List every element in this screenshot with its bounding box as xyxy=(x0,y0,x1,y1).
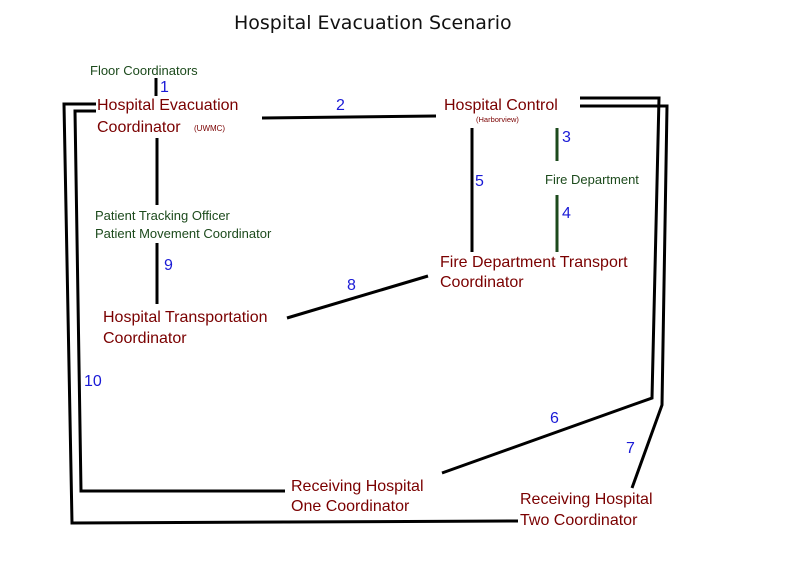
receiving-hospital-two-line2: Two Coordinator xyxy=(520,512,638,529)
receiving-hospital-two-line1: Receiving Hospital xyxy=(520,491,653,508)
edge-8-line xyxy=(286,274,429,320)
diagram-title: Hospital Evacuation Scenario xyxy=(234,12,512,34)
fire-department-transport-coordinator-line2: Coordinator xyxy=(440,274,524,291)
edge-7-line xyxy=(580,104,669,489)
receiving-hospital-one-line1: Receiving Hospital xyxy=(291,478,424,495)
edge-label-2: 2 xyxy=(336,97,345,114)
edge-10-line-b xyxy=(73,109,285,493)
hospital-control-label: Hospital Control xyxy=(444,97,558,114)
floor-coordinators-label: Floor Coordinators xyxy=(90,63,198,78)
hospital-transportation-coordinator-line2: Coordinator xyxy=(103,330,187,347)
edge-2-line xyxy=(261,114,437,120)
receiving-hospital-one-line2: One Coordinator xyxy=(291,498,410,515)
hospital-evacuation-coordinator-line2: Coordinator xyxy=(97,119,181,136)
edge-label-9: 9 xyxy=(164,257,173,274)
hospital-evacuation-coordinator-note: (UWMC) xyxy=(194,124,226,133)
edge-label-8: 8 xyxy=(347,277,356,294)
edge-label-10: 10 xyxy=(84,373,102,390)
hospital-transportation-coordinator-line1: Hospital Transportation xyxy=(103,309,268,326)
fire-department-transport-coordinator-line1: Fire Department Transport xyxy=(440,254,628,271)
edge-6-line xyxy=(441,96,661,475)
edge-label-1: 1 xyxy=(160,79,169,96)
hospital-evacuation-coordinator-line1: Hospital Evacuation xyxy=(97,97,239,114)
patient-tracking-officer-label: Patient Tracking Officer xyxy=(95,208,230,223)
edge-label-6: 6 xyxy=(550,410,559,427)
hospital-control-note: (Harborview) xyxy=(476,115,519,124)
edge-label-5: 5 xyxy=(475,173,484,190)
fire-department-label: Fire Department xyxy=(545,172,639,187)
edge-10-line-a xyxy=(62,102,519,525)
edge-label-4: 4 xyxy=(562,205,571,222)
edge-label-7: 7 xyxy=(626,440,635,457)
patient-movement-coordinator-label: Patient Movement Coordinator xyxy=(95,226,272,241)
edge-label-3: 3 xyxy=(562,129,571,146)
